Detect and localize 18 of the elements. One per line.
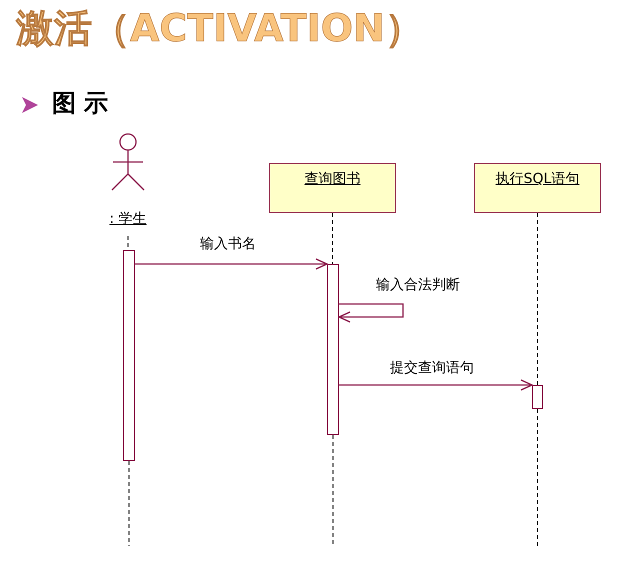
message-label: 输入合法判断 <box>374 276 462 294</box>
slide-title: 激活（ACTIVATION） <box>16 6 423 50</box>
message-arrow <box>135 258 328 270</box>
message-arrow <box>339 379 533 391</box>
object-box: 执行SQL语句 <box>474 163 601 213</box>
message-arrow <box>338 303 404 323</box>
lifeline <box>332 434 334 546</box>
section-heading: 图示 <box>52 88 116 118</box>
lifeline <box>332 212 333 264</box>
lifeline <box>128 460 130 546</box>
message-label: 提交查询语句 <box>388 359 476 377</box>
object-box: 查询图书 <box>269 163 396 213</box>
lifeline <box>537 408 538 546</box>
activation-bar <box>123 250 135 461</box>
activation-bar <box>532 385 543 409</box>
activation-bar <box>327 264 339 435</box>
lifeline <box>537 212 538 386</box>
actor-name: : 学生 <box>109 210 147 228</box>
